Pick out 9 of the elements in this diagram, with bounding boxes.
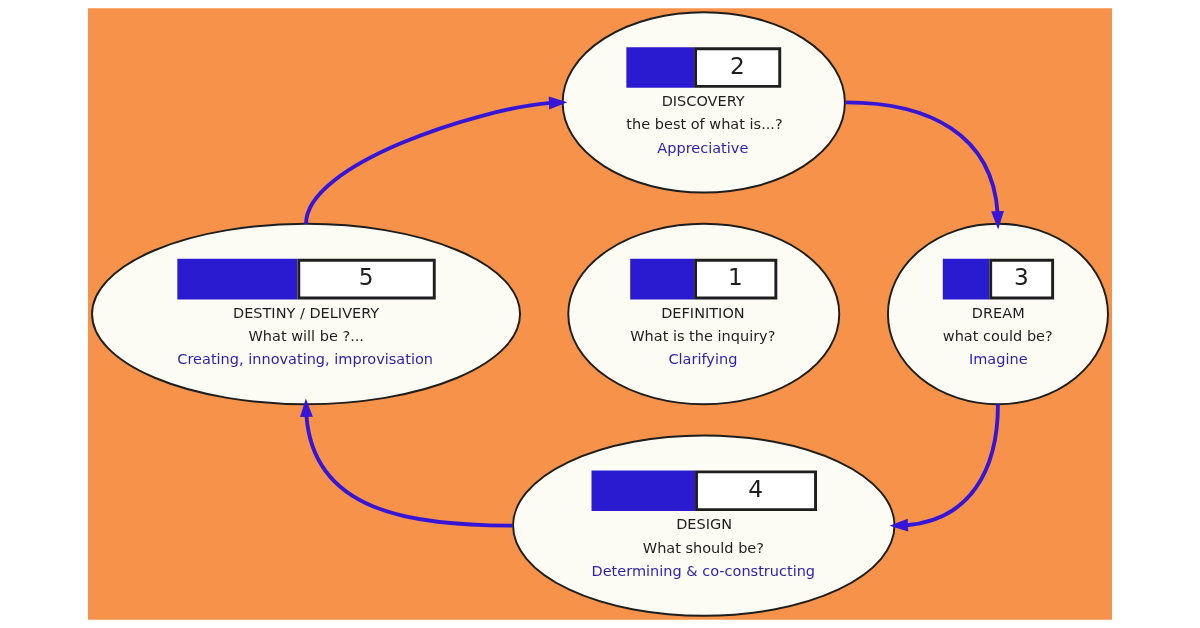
node-ellipse: 4 DESIGN What should be? Determining & co-constructing — [512, 434, 896, 617]
arrow — [889, 404, 1000, 532]
arrow — [845, 100, 1004, 230]
node-ellipse: 3 DREAM what could be? Imagine — [886, 222, 1109, 406]
arrow — [300, 398, 513, 528]
arrow — [304, 96, 568, 225]
node-ellipse: 5 DESTINY / DELIVERY What will be ?... Creating, innovating, improvisation — [91, 222, 521, 406]
node-ellipse: 2 DISCOVERY the best of what is...? Appreciative — [561, 11, 846, 194]
node-ellipse: 1 DEFINITION What is the inquiry? Clarifying — [567, 222, 841, 406]
